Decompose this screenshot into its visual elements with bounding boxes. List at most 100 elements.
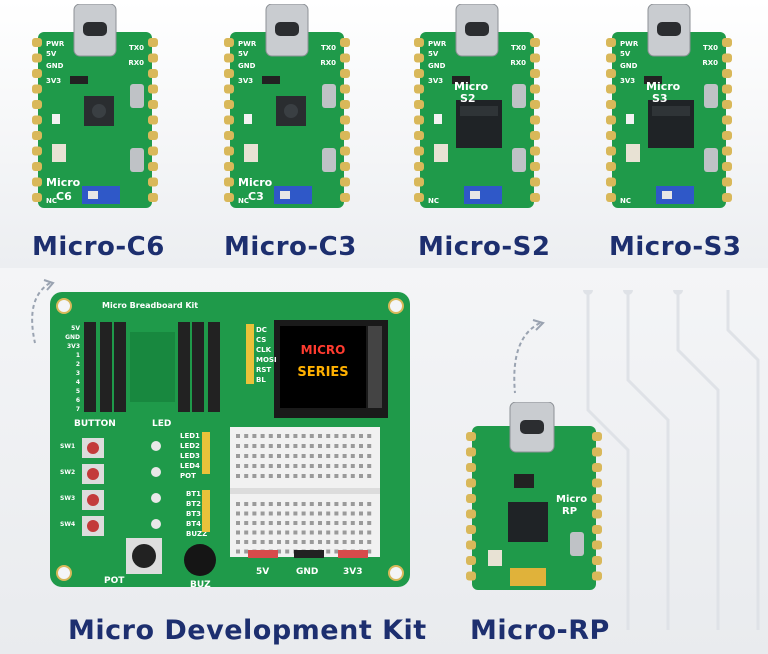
pin-pad xyxy=(414,193,424,202)
component xyxy=(262,76,280,84)
switch-label: SW4 xyxy=(60,521,75,528)
breadboard-hole xyxy=(277,511,281,516)
flash-chip xyxy=(514,474,534,488)
product-title-s2: Micro-S2 xyxy=(418,232,551,262)
breadboard-hole xyxy=(268,464,273,468)
breadboard-hole xyxy=(260,502,265,506)
reset-button xyxy=(130,84,144,108)
usb-c-port xyxy=(657,22,681,36)
pin-pad xyxy=(466,509,476,519)
pin-pad xyxy=(592,540,602,550)
breadboard-hole xyxy=(244,444,249,448)
breadboard-hole xyxy=(244,530,249,535)
pin-pad xyxy=(722,53,732,63)
breadboard-hole xyxy=(285,549,290,554)
breadboard-hole xyxy=(318,540,322,544)
lcd-pin-label: CLK xyxy=(256,346,272,354)
pin-pad xyxy=(340,69,350,78)
pin-pad xyxy=(224,162,234,171)
kit-title: Micro Development Kit xyxy=(68,615,427,646)
breadboard-hole xyxy=(277,549,281,554)
breadboard-hole xyxy=(367,434,372,438)
breadboard-hole xyxy=(293,454,298,458)
pin-label-nc: NC xyxy=(620,197,631,205)
breadboard-hole xyxy=(293,444,298,448)
breadboard-hole xyxy=(350,521,355,525)
pin-label-tx: TX0 xyxy=(321,44,336,52)
pin-label-gnd: GND xyxy=(238,62,256,70)
component xyxy=(644,76,662,84)
pin-pad xyxy=(414,115,424,125)
bt-pin-label: BUZZ xyxy=(186,530,207,538)
breadboard-hole xyxy=(334,502,339,506)
pin-pad xyxy=(530,162,540,171)
screen-text-series: SERIES xyxy=(297,365,348,380)
breadboard-hole xyxy=(277,530,281,535)
breadboard-hole xyxy=(318,474,322,478)
breadboard-hole xyxy=(350,454,355,458)
pin-pad xyxy=(414,84,424,94)
pin-pad xyxy=(340,84,350,94)
breadboard-hole xyxy=(252,530,257,535)
pin-pad xyxy=(32,69,42,78)
breadboard-hole xyxy=(260,444,265,448)
tactile-button-cap xyxy=(87,468,99,480)
breadboard-hole xyxy=(260,540,265,544)
pin-label-5v: 5V xyxy=(620,50,631,58)
breadboard-hole xyxy=(277,474,281,478)
screen-text-micro: MICRO xyxy=(301,343,346,357)
breadboard-hole xyxy=(268,454,273,458)
pin-pad xyxy=(340,131,350,140)
kit-board-title: Micro Breadboard Kit xyxy=(102,301,198,310)
breadboard-hole xyxy=(318,464,322,468)
board-text-model: C6 xyxy=(56,190,72,203)
pin-pad xyxy=(722,38,732,47)
component xyxy=(244,114,252,124)
component xyxy=(434,114,442,124)
breadboard-hole xyxy=(350,444,355,448)
breadboard-hole xyxy=(309,444,314,448)
breadboard-hole xyxy=(318,511,322,516)
breadboard-hole xyxy=(326,434,331,438)
breadboard-hole xyxy=(334,454,339,458)
tactile-button-cap xyxy=(87,520,99,532)
product-title-c3: Micro-C3 xyxy=(224,232,357,262)
pin-pad xyxy=(530,115,540,125)
chip-marking xyxy=(652,106,690,116)
breadboard-hole xyxy=(293,464,298,468)
pin-label-5v: 5V xyxy=(428,50,439,58)
breadboard-hole xyxy=(326,464,331,468)
pin-pad xyxy=(148,53,158,63)
left-pin-label: 3V3 xyxy=(67,343,80,350)
breadboard-hole xyxy=(301,540,306,544)
breadboard-hole xyxy=(252,454,257,458)
pin-pad xyxy=(340,162,350,171)
breadboard-hole xyxy=(277,454,281,458)
pin-pad xyxy=(414,146,424,156)
breadboard-hole xyxy=(277,464,281,468)
breadboard-hole xyxy=(326,540,331,544)
component xyxy=(452,76,470,84)
pin-pad xyxy=(340,146,350,156)
breadboard-hole xyxy=(318,444,322,448)
breadboard-hole xyxy=(277,502,281,506)
breadboard-hole xyxy=(318,502,322,506)
pin-pad xyxy=(340,115,350,125)
pin-pad xyxy=(722,69,732,78)
left-pin-label: 2 xyxy=(76,361,80,368)
breadboard-hole xyxy=(285,521,290,525)
breadboard-hole xyxy=(293,521,298,525)
breadboard-hole xyxy=(244,502,249,506)
led xyxy=(244,144,258,162)
pin-pad xyxy=(340,193,350,202)
bt-pin-label: BT3 xyxy=(186,510,201,518)
dip-switch-knob xyxy=(280,191,290,199)
breadboard-hole xyxy=(252,474,257,478)
pin-pad xyxy=(530,38,540,47)
led xyxy=(151,467,161,477)
lcd-pin-label: BL xyxy=(256,376,266,384)
pin-pad xyxy=(414,162,424,171)
breadboard-hole xyxy=(359,454,363,458)
pin-pad xyxy=(148,38,158,47)
